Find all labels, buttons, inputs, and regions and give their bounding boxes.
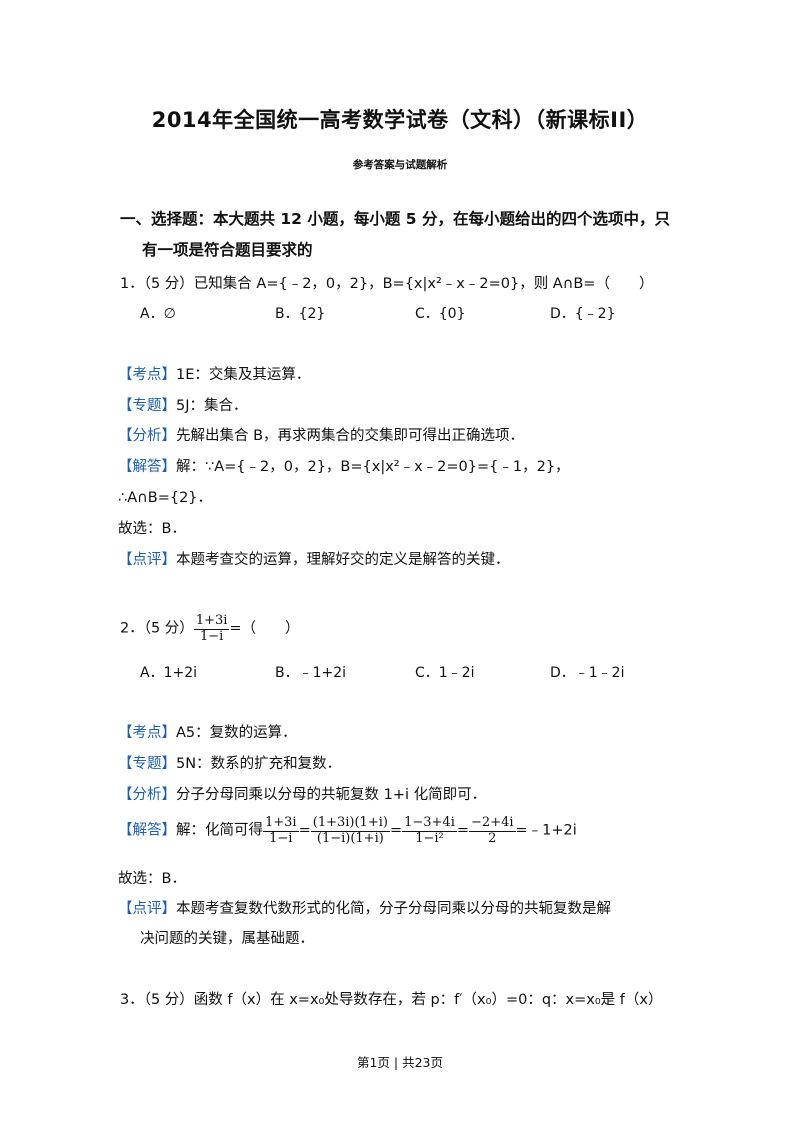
kaodian-tag: 【考点】 (118, 367, 176, 383)
dianping-tag: 【点评】 (118, 552, 176, 568)
jieda-text: 解：∵A={﹣2，0，2}，B={x|x²﹣x﹣2=0}={﹣1，2}， (176, 459, 570, 475)
dianping-text: 本题考查复数代数形式的化简，分子分母同乘以分母的共轭复数是解 (176, 901, 611, 917)
jieda-tag: 【解答】 (118, 459, 176, 475)
fenxi-text: 先解出集合 B，再求两集合的交集即可得出正确选项． (176, 428, 525, 444)
q1-jieda: 【解答】解：∵A={﹣2，0，2}，B={x|x²﹣x﹣2=0}={﹣1，2}， (118, 460, 570, 475)
fraction-numerator: (1+3i)(1+i) (310, 815, 390, 832)
q1-fenxi: 【分析】先解出集合 B，再求两集合的交集即可得出正确选项． (118, 429, 524, 444)
q2-zhuanti: 【专题】5N：数系的扩充和复数． (118, 757, 341, 772)
q3-stem: 3．（5 分）函数 f（x）在 x=x₀处导数存在，若 p：f′（x₀）=0：q… (120, 992, 663, 1008)
q2-stem-prefix: 2．（5 分） (120, 620, 194, 637)
section-heading-line1: 一、选择题：本大题共 12 小题，每小题 5 分，在每小题给出的四个选项中，只 (120, 210, 670, 228)
q2-dianping: 【点评】本题考查复数代数形式的化简，分子分母同乘以分母的共轭复数是解 (118, 902, 611, 917)
fraction-numerator: −2+4i (469, 815, 516, 832)
dianping-text: 本题考查交的运算，理解好交的定义是解答的关键． (176, 552, 510, 568)
zhuanti-tag: 【专题】 (118, 756, 176, 772)
zhuanti-text: 5N：数系的扩充和复数． (176, 756, 342, 772)
jieda-result: =﹣1+2i (515, 822, 577, 839)
q2-option-a: A．1+2i (140, 665, 198, 681)
equals-sign: = (389, 822, 403, 839)
q2-stem-suffix: =（ ） (229, 620, 300, 637)
fraction-numerator: 1+3i (263, 815, 299, 832)
q1-kaodian: 【考点】1E：交集及其运算． (118, 368, 310, 383)
q1-zhuanti: 【专题】5J：集合． (118, 399, 248, 414)
q1-option-c: C．{0} (415, 306, 466, 322)
q1-option-b: B．{2} (275, 306, 326, 322)
jieda-tag: 【解答】 (118, 822, 176, 839)
page-title: 2014年全国统一高考数学试卷（文科）（新课标II） (151, 108, 649, 132)
fraction-numerator: 1−3+4i (402, 815, 457, 832)
kaodian-tag: 【考点】 (118, 725, 176, 741)
kaodian-text: 1E：交集及其运算． (176, 367, 311, 383)
q2-option-d: D．﹣1﹣2i (550, 665, 625, 681)
fraction-denominator: (1−i)(1+i) (316, 830, 384, 846)
q1-jieda-cont: ∴A∩B={2}． (118, 490, 213, 506)
dianping-tag: 【点评】 (118, 901, 176, 917)
fraction-denominator: 1−i (199, 628, 224, 644)
section-heading-line2: 有一项是符合题目要求的 (142, 241, 313, 259)
fenxi-text: 分子分母同乘以分母的共轭复数 1+i 化简即可． (176, 787, 487, 803)
jieda-fraction-2: (1+3i)(1+i)(1−i)(1+i) (310, 815, 390, 847)
q1-answer: 故选：B． (118, 521, 186, 537)
equals-sign: = (298, 822, 311, 839)
q1-option-d: D．{﹣2} (550, 306, 616, 322)
jieda-prefix: 解：化简可得 (176, 822, 263, 839)
fenxi-tag: 【分析】 (118, 428, 176, 444)
kaodian-text: A5：复数的运算． (176, 725, 297, 741)
page-subtitle: 参考答案与试题解析 (352, 159, 448, 171)
q1-dianping: 【点评】本题考查交的运算，理解好交的定义是解答的关键． (118, 553, 510, 568)
q2-option-c: C．1﹣2i (415, 665, 475, 681)
q2-option-b: B．﹣1+2i (275, 665, 347, 681)
page-footer: 第1页 | 共23页 (356, 1055, 444, 1070)
q2-kaodian: 【考点】A5：复数的运算． (118, 726, 297, 741)
fraction-numerator: 1+3i (193, 613, 230, 630)
equals-sign: = (456, 822, 470, 839)
fraction-denominator: 1−i² (415, 830, 444, 846)
q2-answer: 故选：B． (118, 871, 186, 887)
zhuanti-tag: 【专题】 (118, 398, 176, 414)
q1-stem: 1．（5 分）已知集合 A={﹣2，0，2}，B={x|x²﹣x﹣2=0}，则 … (120, 276, 654, 292)
q2-dianping-cont: 决问题的关键，属基础题． (140, 931, 314, 947)
section-heading: 一、选择题：本大题共 12 小题，每小题 5 分，在每小题给出的四个选项中，只 (120, 210, 670, 228)
fraction-denominator: 1−i (269, 830, 293, 846)
fenxi-tag: 【分析】 (118, 787, 176, 803)
section-heading-cont: 有一项是符合题目要求的 (142, 241, 313, 259)
zhuanti-text: 5J：集合． (176, 398, 248, 414)
q1-option-a: A．∅ (140, 306, 176, 322)
q2-fenxi: 【分析】分子分母同乘以分母的共轭复数 1+i 化简即可． (118, 788, 486, 803)
fraction-denominator: 2 (488, 830, 497, 846)
